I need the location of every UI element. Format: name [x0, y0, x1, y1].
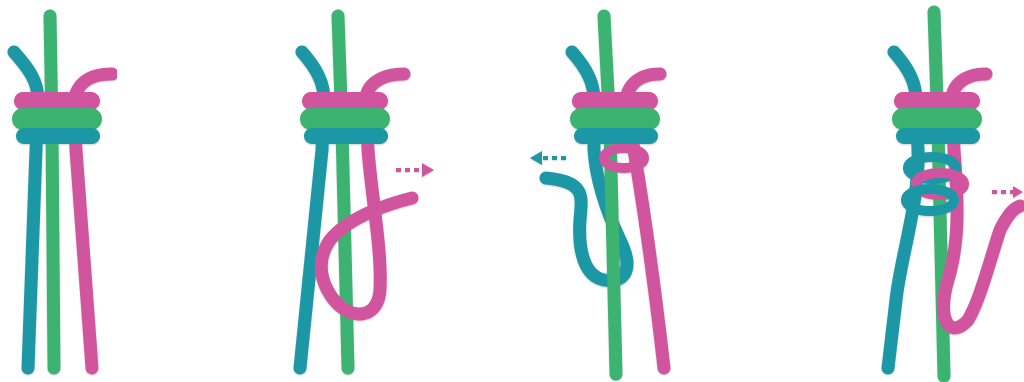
- step-4: [888, 12, 1023, 376]
- step-2: [300, 16, 434, 368]
- wrap-green: [12, 108, 102, 130]
- dashed-arrow-left-icon: [530, 151, 566, 165]
- wrap-pink: [894, 92, 980, 110]
- wrap-teal: [16, 128, 100, 144]
- wrap-pink: [302, 92, 388, 110]
- wrap-teal: [304, 128, 388, 144]
- wrap-teal: [574, 128, 658, 144]
- wrap-green: [892, 108, 982, 130]
- wrap-pink: [572, 92, 658, 110]
- dashed-arrow-right-icon: [992, 186, 1023, 198]
- step-3: [530, 16, 664, 374]
- wrap-teal: [896, 128, 980, 144]
- step-1: [12, 16, 112, 368]
- wrap-pink: [14, 92, 100, 110]
- green-cord: [50, 16, 54, 368]
- green-cord: [604, 16, 616, 374]
- wrap-green: [300, 108, 390, 130]
- dashed-arrow-right-icon: [396, 163, 434, 177]
- wrap-green: [570, 108, 660, 130]
